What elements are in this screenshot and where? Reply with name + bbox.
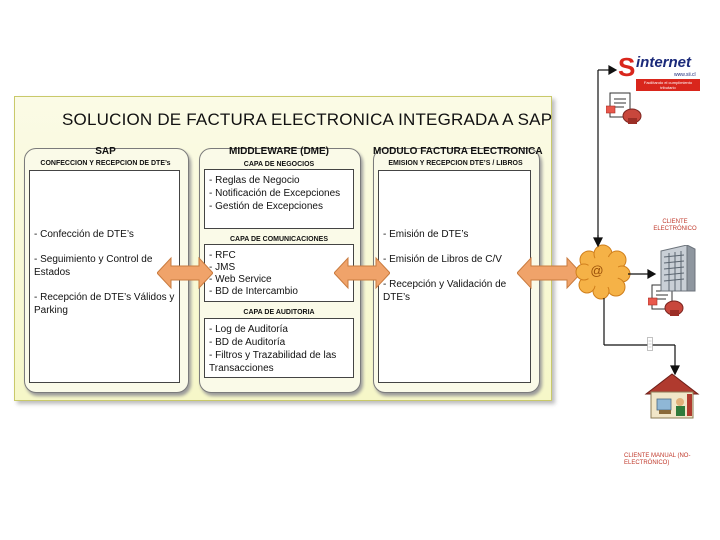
comunicaciones-item-3: Web Service (215, 274, 272, 285)
double-arrow-icon (334, 256, 390, 290)
double-arrow-icon (517, 256, 581, 290)
internet-symbol: @ (590, 263, 604, 278)
page-title: SOLUCION DE FACTURA ELECTRONICA INTEGRAD… (62, 110, 553, 129)
sap-item-1: Confección de DTE’s (40, 229, 134, 240)
sap-content: - Confección de DTE’s - Seguimiento y Co… (29, 170, 180, 383)
office-building-icon (660, 245, 696, 292)
cliente-manual-label: CLIENTE MANUAL (NO- ELECTRÓNICO) (624, 453, 691, 466)
comunicaciones-title: CAPA DE COMUNICACIONES (229, 236, 328, 243)
comunicaciones-content: - RFC - JMS - Web Service - BD de Interc… (204, 244, 354, 302)
negocios-item-3: Gestión de Excepciones (215, 201, 323, 212)
modulo-title: MODULO FACTURA ELECTRONICA (373, 146, 543, 157)
sii-tagline: Facilitando el cumplimiento tributario (636, 79, 700, 91)
sap-title: SAP (95, 146, 116, 157)
modulo-subtitle: EMISION Y RECEPCION DTE’S / LIBROS (388, 160, 523, 167)
auditoria-item-3: Filtros y Trazabilidad de las Transaccio… (209, 350, 337, 374)
comunicaciones-item-1: RFC (215, 250, 236, 261)
negocios-item-1: Reglas de Negocio (215, 175, 300, 186)
small-document-icon (647, 337, 653, 351)
cliente-electronico-label: CLIENTE ELECTRÓNICO (653, 219, 697, 232)
middleware-title: MIDDLEWARE (DME) (229, 146, 329, 157)
negocios-title: CAPA DE NEGOCIOS (243, 161, 315, 168)
negocios-item-2: Notificación de Excepciones (215, 188, 341, 199)
house-office-icon (644, 373, 700, 419)
sii-logo: S internet www.sii.cl Facilitando el cum… (618, 52, 700, 91)
internet-cloud-icon (575, 244, 631, 300)
sii-logo-mark-icon: S (618, 52, 635, 78)
modulo-item-3: Recepción y Validación de DTE’s (383, 279, 507, 303)
modulo-content: - Emisión de DTE’s - Emisión de Libros d… (378, 170, 531, 383)
document-stamp-icon (606, 92, 642, 124)
auditoria-item-1: Log de Auditoría (215, 324, 288, 335)
sap-subtitle: CONFECCION Y RECEPCION DE DTE’s (40, 160, 171, 167)
auditoria-item-2: BD de Auditoría (215, 337, 286, 348)
modulo-item-2: Emisión de Libros de C/V (389, 254, 502, 265)
comunicaciones-item-2: JMS (215, 262, 236, 273)
auditoria-content: - Log de Auditoría - BD de Auditoría - F… (204, 318, 354, 378)
auditoria-title: CAPA DE AUDITORIA (243, 309, 315, 316)
comunicaciones-item-4: BD de Intercambio (215, 286, 298, 297)
sii-url: www.sii.cl (674, 72, 696, 78)
sap-item-3: Recepción de DTE’s Válidos y Parking (34, 292, 175, 316)
double-arrow-icon (157, 256, 213, 290)
sii-logo-text: internet (636, 54, 692, 71)
negocios-content: - Reglas de Negocio - Notificación de Ex… (204, 169, 354, 229)
svg-text:S: S (618, 52, 635, 78)
sap-item-2: Seguimiento y Control de Estados (34, 254, 153, 278)
modulo-item-1: Emisión de DTE’s (389, 229, 469, 240)
